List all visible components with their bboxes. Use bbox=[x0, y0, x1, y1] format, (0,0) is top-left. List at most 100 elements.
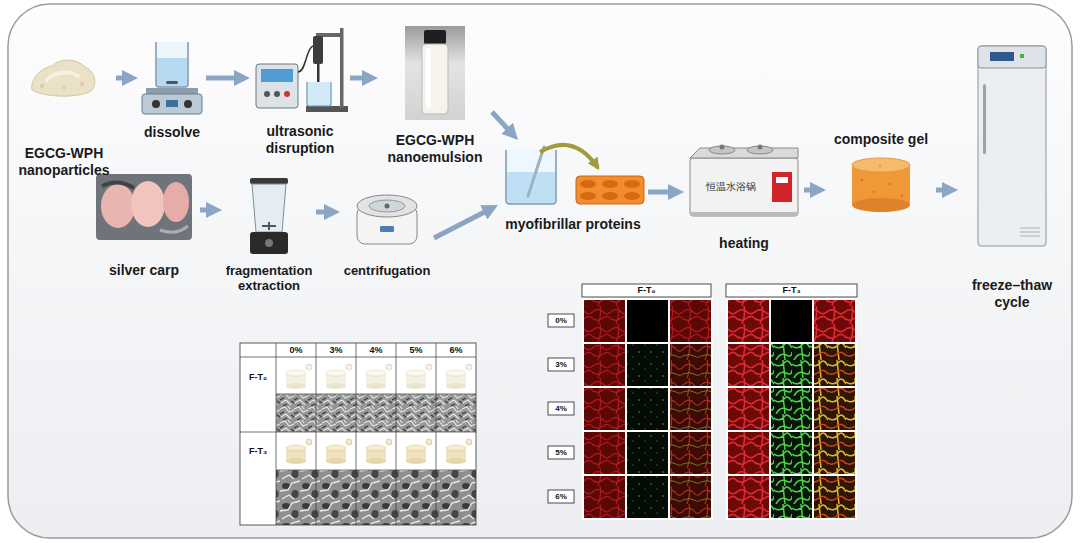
powder-illustration bbox=[63, 87, 66, 90]
step-label: heating bbox=[684, 234, 804, 253]
column-header: 0% bbox=[276, 343, 316, 357]
process-step: dissolve bbox=[138, 40, 206, 142]
silver-carp-photo bbox=[102, 182, 134, 188]
clsm-image-table bbox=[627, 300, 668, 518]
beaker-illustration bbox=[540, 145, 598, 168]
ultrasonic-homogenizer bbox=[264, 91, 270, 97]
beaker-illustration bbox=[506, 150, 556, 204]
sem-image-table bbox=[446, 364, 472, 389]
magnetic-stirrer bbox=[157, 58, 187, 86]
column-header: 5% bbox=[396, 343, 436, 357]
sem-image-table bbox=[366, 439, 392, 464]
powder-illustration bbox=[32, 60, 95, 96]
clsm-image-table bbox=[726, 284, 857, 297]
process-step: fragmentation extraction bbox=[222, 175, 316, 295]
sem-image-table bbox=[276, 470, 476, 525]
flow-arrow bbox=[350, 76, 370, 81]
ultrasonic-homogenizer bbox=[261, 69, 293, 82]
magnetic-stirrer bbox=[142, 94, 202, 114]
centrifuge bbox=[385, 204, 390, 209]
water-bath bbox=[690, 148, 798, 158]
step-label: silver carp bbox=[88, 261, 200, 280]
flow-arrow bbox=[492, 112, 513, 134]
clsm-image-table bbox=[548, 314, 574, 327]
clsm-image-table bbox=[548, 284, 857, 520]
centrifuge bbox=[369, 200, 405, 212]
water-bath bbox=[758, 145, 763, 150]
gel-mold bbox=[624, 192, 640, 200]
ultrasonic-homogenizer bbox=[256, 64, 298, 108]
powder-illustration bbox=[40, 84, 44, 88]
flow-arrow bbox=[804, 188, 818, 193]
row-label: F-T₃ bbox=[240, 444, 276, 458]
clsm-image-table bbox=[771, 300, 812, 518]
process-step: myofibrillar proteins bbox=[498, 140, 648, 234]
ultrasonic-homogenizer bbox=[340, 28, 344, 108]
flow-arrow bbox=[316, 210, 332, 215]
water-bath bbox=[690, 145, 798, 217]
gel-mold bbox=[576, 176, 644, 204]
flow-arrow bbox=[648, 190, 676, 195]
clsm-image-table bbox=[726, 342, 857, 344]
step-label: ultrasonic disruption bbox=[250, 122, 350, 158]
gel-mold bbox=[602, 180, 618, 188]
sem-image-table bbox=[406, 364, 432, 389]
flow-arrow bbox=[206, 76, 242, 81]
process-step: freeze–thaw cycle bbox=[958, 40, 1066, 312]
sem-image-table bbox=[240, 343, 476, 525]
step-label: EGCG-WPH nanoemulsion bbox=[378, 131, 492, 167]
silver-carp-photo bbox=[96, 174, 192, 240]
ultrasonic-homogenizer bbox=[274, 91, 280, 97]
magnetic-stirrer bbox=[142, 42, 202, 114]
silver-carp-photo bbox=[96, 174, 192, 240]
magnetic-stirrer bbox=[166, 100, 178, 107]
step-label: dissolve bbox=[138, 123, 206, 142]
device-label: 恒温水浴锅 bbox=[698, 180, 764, 194]
ultrasonic-homogenizer bbox=[307, 82, 331, 106]
freezer bbox=[983, 84, 986, 154]
clsm-image-table bbox=[582, 284, 711, 297]
sem-image-table bbox=[276, 394, 476, 432]
composite-gel bbox=[901, 195, 904, 198]
powder-illustration bbox=[80, 82, 84, 86]
blender bbox=[250, 178, 288, 254]
blender bbox=[250, 232, 288, 254]
step-label: freeze–thaw cycle bbox=[958, 276, 1066, 312]
sem-image-table bbox=[286, 439, 312, 464]
background-panel bbox=[8, 4, 1072, 538]
composite-gel bbox=[852, 158, 910, 212]
composite-gel bbox=[873, 191, 876, 194]
freezer bbox=[1020, 54, 1024, 58]
sem-image-table bbox=[446, 439, 472, 464]
clsm-image-table bbox=[726, 298, 857, 520]
nanoemulsion-photo bbox=[426, 48, 431, 108]
freezer bbox=[1020, 228, 1040, 236]
clsm-image-table bbox=[548, 358, 574, 371]
clsm-image-table bbox=[726, 430, 857, 432]
centrifuge bbox=[357, 195, 417, 244]
blender bbox=[252, 184, 286, 232]
composite-gel bbox=[852, 198, 910, 212]
column-header: F-T₃ bbox=[726, 284, 857, 297]
beaker-illustration bbox=[506, 145, 598, 204]
flow-arrow bbox=[200, 208, 214, 213]
beaker-illustration bbox=[528, 147, 544, 196]
flow-arrow bbox=[936, 188, 950, 193]
centrifuge bbox=[380, 226, 394, 232]
composite-gel bbox=[879, 165, 881, 167]
sem-image-table bbox=[240, 343, 476, 525]
column-header: F-T₀ bbox=[582, 284, 711, 297]
magnetic-stirrer bbox=[184, 100, 192, 108]
row-label: F-T₀ bbox=[240, 370, 276, 384]
silver-carp-photo bbox=[163, 182, 189, 222]
process-step: ultrasonic disruption bbox=[250, 28, 350, 158]
blender bbox=[262, 222, 276, 230]
process-step: composite gel bbox=[826, 130, 936, 220]
row-label: 0% bbox=[548, 314, 574, 327]
clsm-image-table bbox=[548, 446, 574, 459]
freezer bbox=[978, 46, 1046, 246]
silver-carp-photo bbox=[131, 181, 165, 227]
water-bath bbox=[720, 145, 725, 150]
step-label: myofibrillar proteins bbox=[498, 215, 648, 234]
